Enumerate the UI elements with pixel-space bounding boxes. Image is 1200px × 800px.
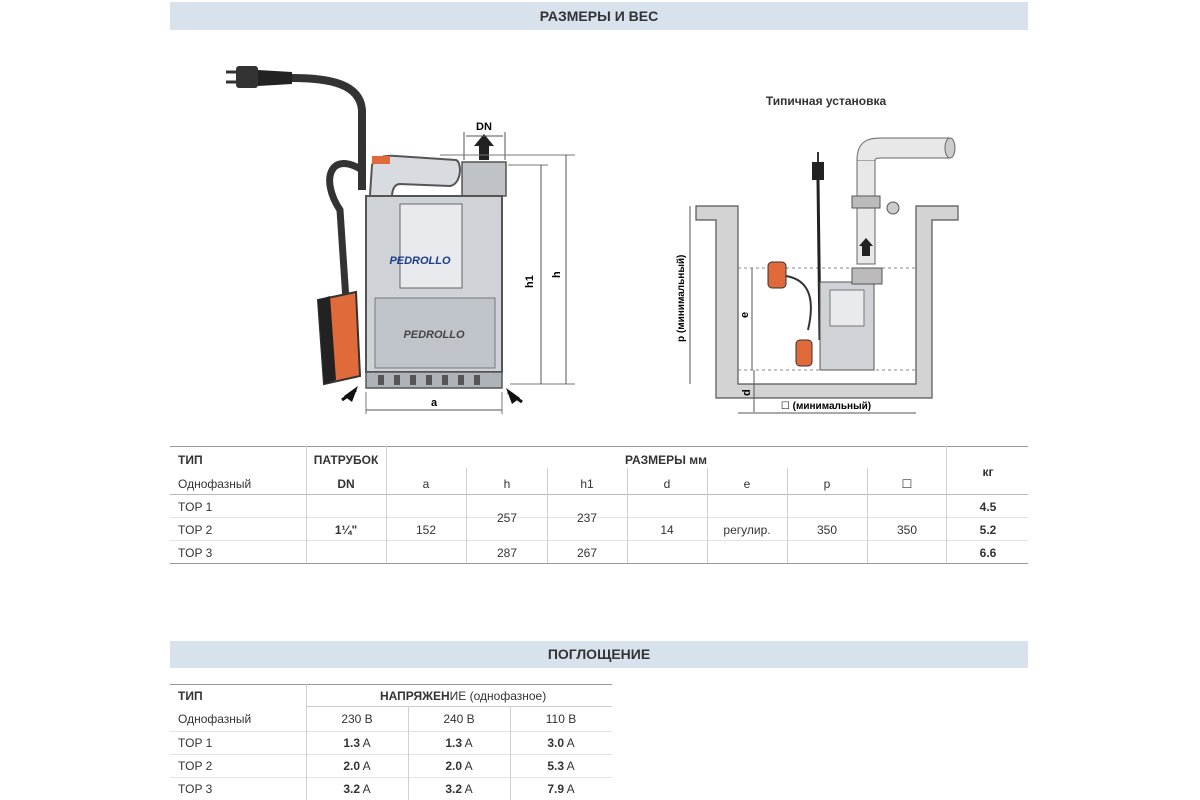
- dim-col-p: p: [823, 477, 831, 491]
- dim-col-square: ☐: [901, 477, 913, 491]
- pump-logo-upper: PEDROLLO: [389, 255, 451, 267]
- current-value: 1.3 A: [445, 736, 473, 750]
- square-value: 350: [896, 523, 918, 537]
- d-value: 14: [660, 523, 674, 537]
- col-dimensions-header: РАЗМЕРЫ мм: [625, 453, 707, 467]
- col-type-header: ТИП: [178, 689, 203, 703]
- label-dn: DN: [476, 121, 492, 133]
- float-switch-upper-icon: [767, 261, 787, 289]
- dim-col-a: a: [422, 477, 430, 491]
- label-p-min: p (минимальный): [676, 255, 687, 342]
- dim-col-d: d: [663, 477, 671, 491]
- label-h1: h1: [524, 275, 536, 288]
- current-value: 7.9 A: [547, 782, 575, 796]
- table-row-model: TOP 1: [178, 500, 213, 514]
- section-title: ПОГЛОЩЕНИЕ: [547, 646, 651, 662]
- col-outlet-header: ПАТРУБОК: [313, 453, 379, 467]
- label-h: h: [551, 271, 563, 278]
- current-value: 2.0 A: [343, 759, 371, 773]
- pump-logo-lower: PEDROLLO: [403, 329, 465, 341]
- section-header-absorption: ПОГЛОЩЕНИЕ: [170, 641, 1028, 668]
- table-row-model: TOP 1: [178, 736, 213, 750]
- dim-col-e: e: [743, 477, 751, 491]
- label-d: d: [741, 389, 753, 396]
- col-voltage-header: НАПРЯЖЕНИЕ (однофазное): [380, 689, 547, 703]
- table-row-model: TOP 3: [178, 782, 213, 796]
- voltage-col: 230 В: [341, 712, 373, 726]
- section-title: РАЗМЕРЫ И ВЕС: [539, 8, 659, 24]
- current-value: 5.3 A: [547, 759, 575, 773]
- a-value: 152: [415, 523, 437, 537]
- weight-value: 6.6: [979, 546, 997, 560]
- col-weight-header: кг: [982, 465, 994, 479]
- col-type-subheader: Однофазный: [178, 712, 252, 726]
- power-plug-icon: [226, 66, 292, 88]
- installation-caption: Типичная установка: [766, 94, 887, 108]
- h-value-bottom: 287: [496, 546, 518, 560]
- label-a: a: [431, 397, 438, 409]
- current-value: 3.2 A: [343, 782, 371, 796]
- label-e: e: [739, 312, 751, 318]
- table-row-model: TOP 2: [178, 523, 213, 537]
- section-header-dimensions: РАЗМЕРЫ И ВЕС: [170, 2, 1028, 30]
- col-type-header: ТИП: [178, 453, 203, 467]
- table-row-model: TOP 2: [178, 759, 213, 773]
- voltage-col: 240 В: [443, 712, 475, 726]
- col-outlet-subheader: DN: [337, 477, 355, 491]
- h1-value-top: 237: [576, 511, 598, 525]
- voltage-col: 110 В: [545, 712, 577, 726]
- h1-value-bottom: 267: [576, 546, 598, 560]
- outlet-value: 1¼": [334, 523, 358, 537]
- table-row-model: TOP 3: [178, 546, 213, 560]
- col-type-subheader: Однофазный: [178, 477, 252, 491]
- current-value: 3.0 A: [547, 736, 575, 750]
- dim-col-h: h: [503, 477, 511, 491]
- current-value: 3.2 A: [445, 782, 473, 796]
- current-value: 2.0 A: [445, 759, 473, 773]
- dim-col-h1: h1: [580, 477, 594, 491]
- label-width-min: ☐ (минимальный): [781, 401, 871, 412]
- weight-value: 4.5: [979, 500, 997, 514]
- e-value: регулир.: [723, 523, 771, 537]
- float-switch-lower-icon: [795, 339, 813, 367]
- current-value: 1.3 A: [343, 736, 371, 750]
- h-value-top: 257: [496, 511, 518, 525]
- float-switch-icon: [316, 290, 362, 386]
- weight-value: 5.2: [979, 523, 997, 537]
- p-value: 350: [816, 523, 838, 537]
